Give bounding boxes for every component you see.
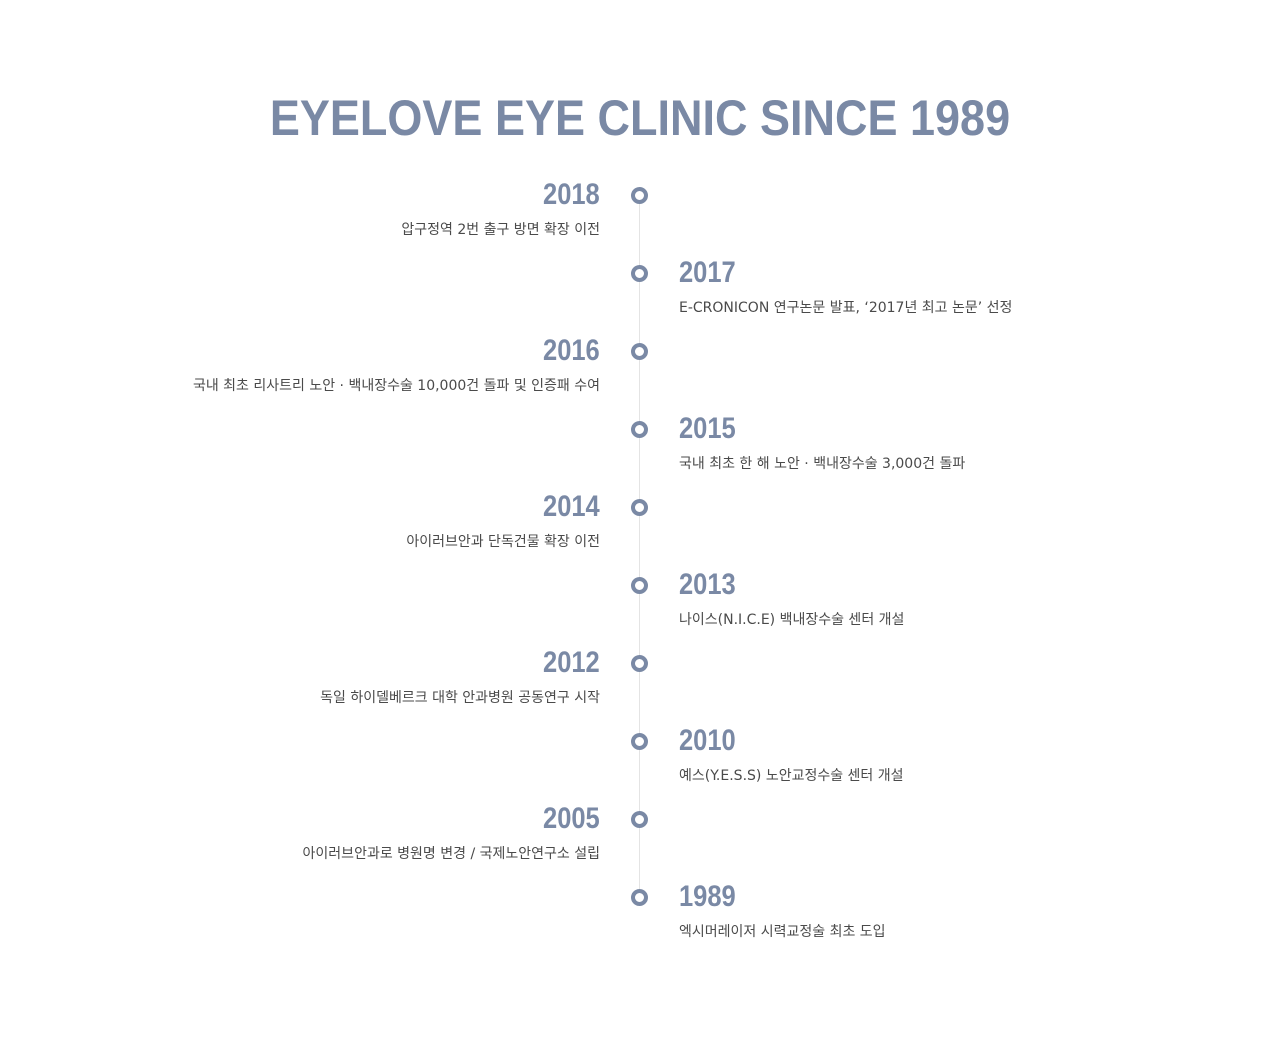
page-title: EYELOVE EYE CLINIC SINCE 1989 (269, 90, 1011, 146)
timeline-year: 2015 (679, 412, 736, 445)
timeline-year: 2018 (543, 178, 600, 211)
timeline-description: 국내 최초 리사트리 노안 · 백내장수술 10,000건 돌파 및 인증패 수… (192, 378, 600, 394)
timeline-dot-icon (631, 265, 648, 282)
timeline-entry: 2013 나이스(N.I.C.E) 백내장수술 센터 개설 (0, 568, 1280, 664)
timeline-year: 2014 (543, 490, 600, 523)
timeline-year: 2005 (543, 802, 600, 835)
timeline-dot-icon (631, 811, 648, 828)
timeline-description: 압구정역 2번 출구 방면 확장 이전 (401, 222, 600, 238)
timeline-dot-icon (631, 733, 648, 750)
timeline-year: 2010 (679, 724, 736, 757)
timeline-entry: 2017 E-CRONICON 연구논문 발표, ‘2017년 최고 논문’ 선… (0, 256, 1280, 352)
timeline-year: 1989 (679, 880, 736, 913)
timeline-entry: 2014 아이러브안과 단독건물 확장 이전 (0, 490, 1280, 586)
timeline-dot-icon (631, 343, 648, 360)
timeline-entry: 2012 독일 하이델베르크 대학 안과병원 공동연구 시작 (0, 646, 1280, 742)
timeline-axis-line (639, 196, 640, 898)
timeline-description: 엑시머레이저 시력교정술 최초 도입 (679, 924, 886, 940)
timeline-dot-icon (631, 187, 648, 204)
timeline-year: 2016 (543, 334, 600, 367)
timeline-description: 아이러브안과로 병원명 변경 / 국제노안연구소 설립 (302, 846, 600, 862)
timeline-entry: 2010 예스(Y.E.S.S) 노안교정수술 센터 개설 (0, 724, 1280, 820)
timeline-year: 2013 (679, 568, 736, 601)
timeline-description: 독일 하이델베르크 대학 안과병원 공동연구 시작 (320, 690, 600, 706)
timeline-dot-icon (631, 421, 648, 438)
timeline-year: 2017 (679, 256, 736, 289)
timeline-dot-icon (631, 889, 648, 906)
timeline-dot-icon (631, 499, 648, 516)
timeline-dot-icon (631, 655, 648, 672)
timeline-description: 나이스(N.I.C.E) 백내장수술 센터 개설 (679, 612, 905, 628)
timeline-description: 아이러브안과 단독건물 확장 이전 (406, 534, 600, 550)
timeline-year: 2012 (543, 646, 600, 679)
timeline-description: 국내 최초 한 해 노안 · 백내장수술 3,000건 돌파 (679, 456, 966, 472)
timeline-entry: 2015 국내 최초 한 해 노안 · 백내장수술 3,000건 돌파 (0, 412, 1280, 508)
timeline-description: E-CRONICON 연구논문 발표, ‘2017년 최고 논문’ 선정 (679, 300, 1013, 316)
timeline-entry: 2018 압구정역 2번 출구 방면 확장 이전 (0, 178, 1280, 274)
timeline-description: 예스(Y.E.S.S) 노안교정수술 센터 개설 (679, 768, 904, 784)
timeline-entry: 2016 국내 최초 리사트리 노안 · 백내장수술 10,000건 돌파 및 … (0, 334, 1280, 430)
timeline-dot-icon (631, 577, 648, 594)
timeline-entry: 1989 엑시머레이저 시력교정술 최초 도입 (0, 880, 1280, 976)
timeline-entry: 2005 아이러브안과로 병원명 변경 / 국제노안연구소 설립 (0, 802, 1280, 898)
